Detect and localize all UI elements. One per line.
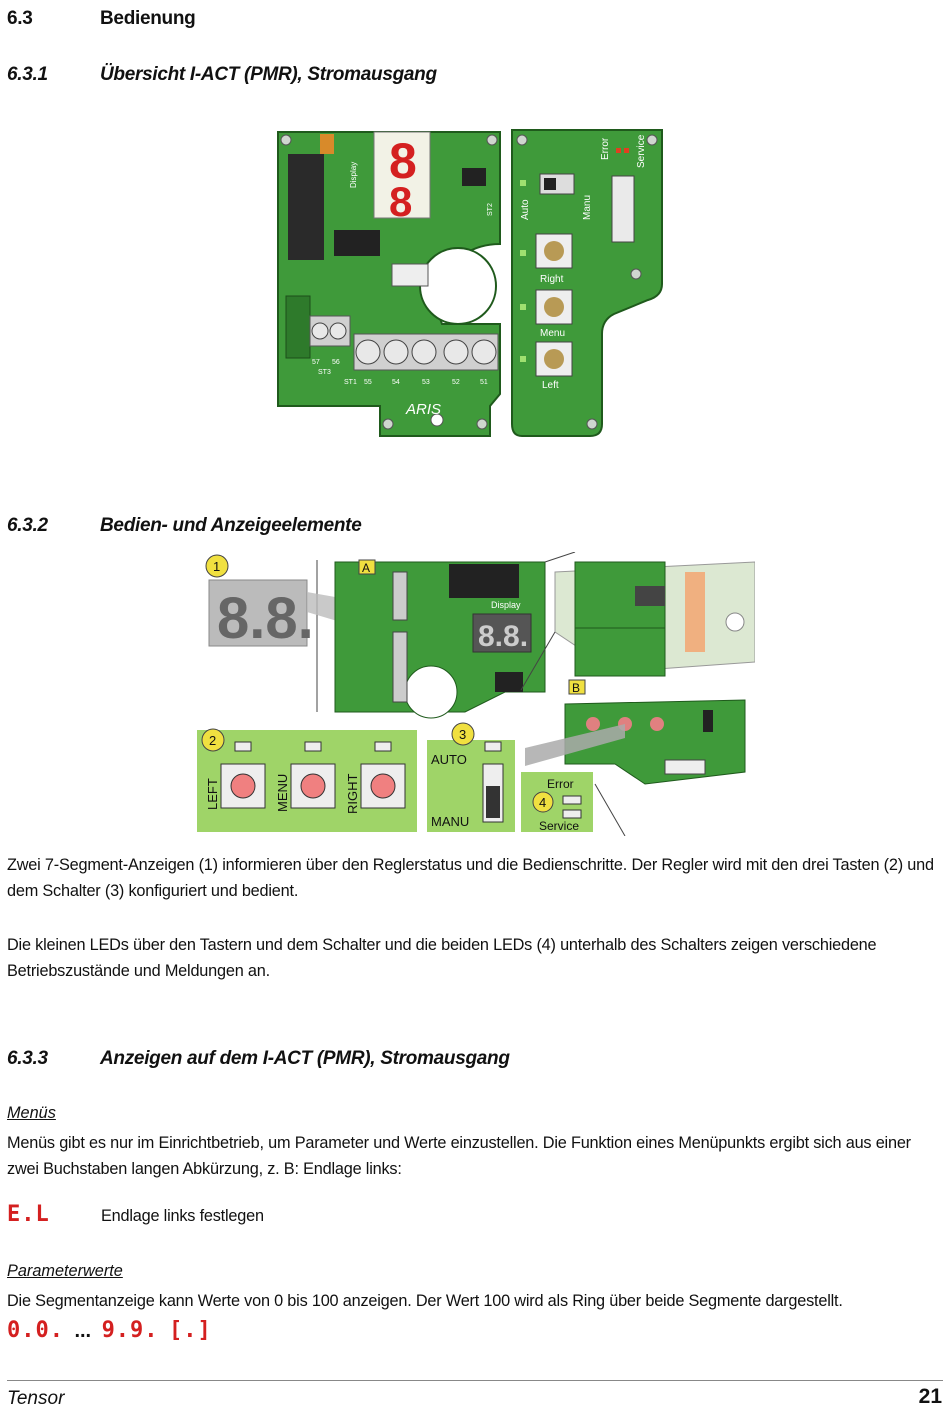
terminal-53: 53 bbox=[422, 379, 430, 386]
footer-product: Tensor bbox=[7, 1388, 65, 1409]
terminal-52: 52 bbox=[452, 379, 460, 386]
heading-title: Übersicht I-ACT (PMR), Stromausgang bbox=[100, 64, 437, 85]
heading-title: Bedienung bbox=[100, 8, 196, 29]
terminal-51: 51 bbox=[480, 379, 488, 386]
error-led-label: Error bbox=[547, 777, 574, 791]
right-button-label: RIGHT bbox=[345, 774, 360, 815]
right-label: Right bbox=[540, 274, 564, 285]
paragraph-menus: Menüs gibt es nur im Einrichtbetrieb, um… bbox=[7, 1134, 911, 1178]
terminal-56: 56 bbox=[332, 359, 340, 366]
terminal-54: 54 bbox=[392, 379, 400, 386]
heading-number: 6.3.2 bbox=[7, 515, 48, 536]
st2-label: ST2 bbox=[487, 203, 494, 216]
callout-3: 3 bbox=[459, 727, 466, 742]
st3-label: ST3 bbox=[318, 369, 331, 376]
terminal-55: 55 bbox=[364, 379, 372, 386]
error-label: Error bbox=[600, 137, 611, 160]
el-description: Endlage links festlegen bbox=[101, 1207, 264, 1225]
heading-6-3-2: 6.3.2 Bedien- und Anzeigeelemente bbox=[7, 515, 607, 541]
terminal-57: 57 bbox=[312, 359, 320, 366]
paragraph-parameters: Die Segmentanzeige kann Werte von 0 bis … bbox=[7, 1292, 843, 1310]
svg-text:8.8.: 8.8. bbox=[217, 586, 314, 651]
seg-ring: [.] bbox=[169, 1318, 212, 1343]
heading-number: 6.3.1 bbox=[7, 64, 48, 85]
menu-button-label: MENU bbox=[275, 774, 290, 812]
st1-label: ST1 bbox=[344, 379, 357, 386]
left-button-label: LEFT bbox=[205, 778, 220, 810]
heading-title: Anzeigen auf dem I-ACT (PMR), Stromausga… bbox=[100, 1048, 510, 1069]
seg-dots: ... bbox=[74, 1320, 92, 1342]
auto-label: Auto bbox=[520, 199, 531, 220]
heading-number: 6.3.3 bbox=[7, 1048, 48, 1069]
page-number: 21 bbox=[918, 1385, 942, 1408]
paragraph-leds: Die kleinen LEDs über den Tastern und de… bbox=[7, 936, 877, 980]
seg-code-el: E.L bbox=[7, 1202, 50, 1227]
callout-2: 2 bbox=[209, 733, 216, 748]
controls-figure: 1 8.8. A Display 8.8. B bbox=[197, 552, 755, 836]
heading-6-3-3: 6.3.3 Anzeigen auf dem I-ACT (PMR), Stro… bbox=[7, 1048, 707, 1074]
footer-rule bbox=[7, 1380, 943, 1381]
seg-end: 9.9. bbox=[101, 1318, 159, 1343]
service-label: Service bbox=[636, 134, 647, 168]
heading-6-3: 6.3 Bedienung bbox=[7, 8, 407, 34]
svg-text:8.8.: 8.8. bbox=[478, 620, 528, 653]
menus-subheading: Menüs bbox=[7, 1104, 56, 1122]
aris-logo: ARIS bbox=[405, 401, 441, 418]
pcb-overview-figure: 8 8 Display 57 56 ST3 ST1 55 54 53 52 51… bbox=[277, 129, 663, 437]
callout-1: 1 bbox=[213, 559, 220, 574]
seg-range-example: 0.0. ... 9.9. [.] bbox=[7, 1318, 212, 1348]
seg-start: 0.0. bbox=[7, 1318, 64, 1343]
service-led-label: Service bbox=[539, 819, 579, 833]
parameter-subheading: Parameterwerte bbox=[7, 1262, 123, 1280]
manu-label: Manu bbox=[582, 195, 593, 220]
left-label: Left bbox=[542, 380, 559, 391]
display-label: Display bbox=[349, 162, 358, 188]
display-text: Display bbox=[491, 600, 521, 610]
paragraph-intro: Zwei 7-Segment-Anzeigen (1) informieren … bbox=[7, 856, 934, 900]
heading-number: 6.3 bbox=[7, 8, 33, 29]
box-a: A bbox=[362, 561, 370, 575]
svg-text:8: 8 bbox=[389, 178, 412, 225]
svg-text:8: 8 bbox=[389, 133, 417, 189]
callout-4: 4 bbox=[539, 795, 546, 810]
manu-switch-label: MANU bbox=[431, 814, 469, 829]
auto-switch-label: AUTO bbox=[431, 752, 467, 767]
heading-6-3-1: 6.3.1 Übersicht I-ACT (PMR), Stromausgan… bbox=[7, 64, 607, 90]
box-b: B bbox=[572, 681, 580, 695]
heading-title: Bedien- und Anzeigeelemente bbox=[100, 515, 362, 536]
menu-label: Menu bbox=[540, 328, 565, 339]
